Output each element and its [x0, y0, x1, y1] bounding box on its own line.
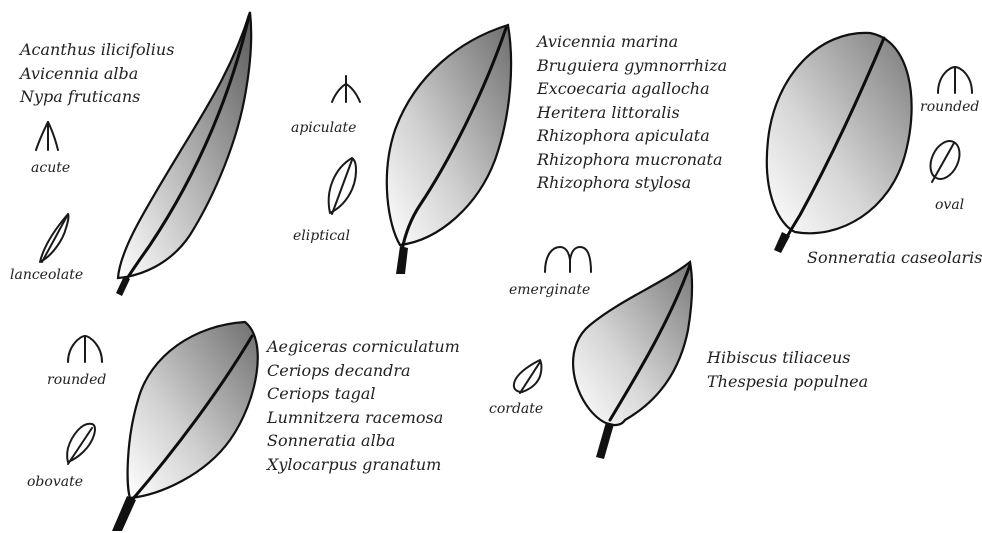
apiculate-apex-icon	[332, 76, 360, 102]
shape-label-cordate: cordate	[489, 402, 543, 416]
leaf-oval	[767, 33, 912, 253]
apex-label-emerginate: emerginate	[509, 283, 590, 297]
species-name: Acanthus ilicifolius	[20, 38, 174, 62]
apex-label-apiculate: apiculate	[291, 121, 356, 135]
species-list-lanceolate: Acanthus ilicifolius Avicennia alba Nypa…	[20, 38, 174, 109]
species-list-obovate: Aegiceras corniculatum Ceriops decandra …	[267, 335, 460, 476]
shape-label-eliptical: eliptical	[293, 229, 350, 243]
leaf-eliptical	[387, 25, 511, 274]
species-name: Avicennia alba	[20, 62, 174, 86]
leaf-cordate	[573, 262, 692, 459]
apex-label-acute: acute	[31, 161, 70, 175]
acute-apex-icon	[36, 122, 58, 150]
eliptical-shape-icon	[329, 158, 356, 214]
species-name: Hibiscus tiliaceus	[707, 346, 868, 370]
species-name: Aegiceras corniculatum	[267, 335, 460, 359]
oval-shape-icon	[925, 136, 965, 183]
shape-label-obovate: obovate	[27, 475, 83, 489]
species-name: Heritera littoralis	[537, 101, 727, 125]
species-name: Ceriops tagal	[267, 382, 460, 406]
apex-label-rounded-top: rounded	[920, 100, 979, 114]
lanceolate-shape-icon	[40, 214, 68, 262]
rounded-apex-icon-top	[938, 67, 972, 93]
species-name: Sonneratia caseolaris	[807, 246, 982, 270]
species-name: Avicennia marina	[537, 30, 727, 54]
emerginate-apex-icon	[545, 247, 591, 272]
rounded-apex-icon-bottom	[68, 336, 102, 362]
leaf-obovate	[112, 322, 258, 531]
species-name: Lumnitzera racemosa	[267, 406, 460, 430]
shape-label-oval: oval	[935, 198, 964, 212]
cordate-shape-icon	[514, 360, 542, 393]
obovate-shape-icon	[67, 424, 95, 464]
species-name: Thespesia populnea	[707, 370, 868, 394]
species-name: Ceriops decandra	[267, 359, 460, 383]
species-name: Nypa fruticans	[20, 85, 174, 109]
species-name: Bruguiera gymnorrhiza	[537, 54, 727, 78]
apex-label-rounded-bottom: rounded	[47, 373, 106, 387]
species-name: Xylocarpus granatum	[267, 453, 460, 477]
shape-label-lanceolate: lanceolate	[10, 268, 83, 282]
species-list-oval: Sonneratia caseolaris	[807, 246, 982, 270]
species-name: Excoecaria agallocha	[537, 77, 727, 101]
species-name: Rhizophora mucronata	[537, 148, 727, 172]
species-list-cordate: Hibiscus tiliaceus Thespesia populnea	[707, 346, 868, 393]
species-name: Rhizophora apiculata	[537, 124, 727, 148]
species-name: Sonneratia alba	[267, 429, 460, 453]
species-list-eliptical: Avicennia marina Bruguiera gymnorrhiza E…	[537, 30, 727, 195]
species-name: Rhizophora stylosa	[537, 171, 727, 195]
